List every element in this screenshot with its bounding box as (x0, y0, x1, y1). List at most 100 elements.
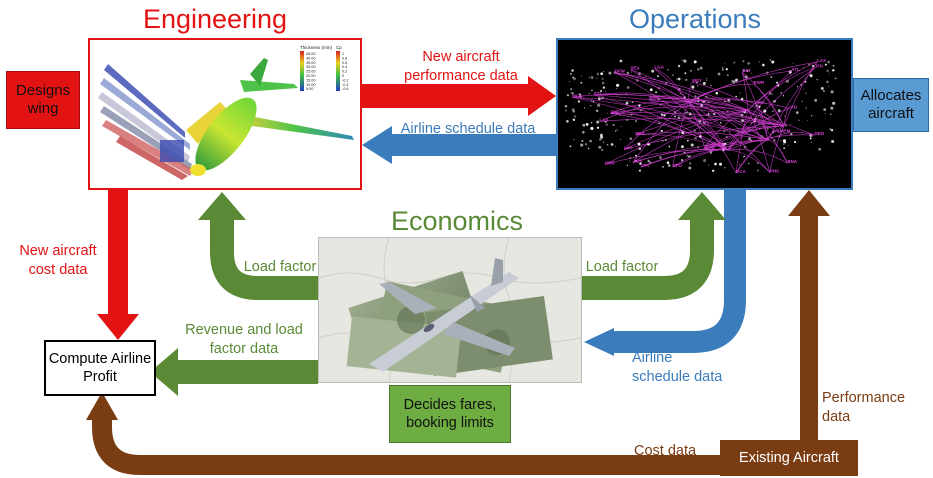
route-line (610, 113, 769, 141)
city-light (668, 145, 671, 148)
route-line (632, 101, 689, 163)
city-light (816, 78, 818, 81)
city-light (710, 84, 712, 87)
city-light (694, 95, 697, 98)
city-light (756, 169, 759, 172)
city-label: DFW (615, 69, 626, 74)
city-light (794, 141, 797, 144)
city-light (684, 72, 687, 75)
city-light (783, 143, 785, 145)
city-light (824, 113, 826, 115)
legend-tick-label: -0.2 (342, 78, 349, 82)
route-line (635, 134, 729, 151)
city-light (719, 121, 722, 124)
route-line (593, 94, 729, 151)
route-line (756, 103, 769, 141)
city-light (696, 81, 698, 83)
city-light (739, 92, 741, 94)
city-light (570, 88, 573, 91)
city-light (599, 133, 603, 137)
schedule-top-label: Airline schedule data (400, 121, 536, 137)
route-line (614, 72, 749, 111)
designs-wing-box: Designs wing (6, 71, 80, 129)
city-label: DTW (705, 143, 716, 148)
route-line (692, 81, 785, 127)
city-light (585, 122, 589, 126)
route-line (635, 131, 769, 141)
city-light (826, 80, 829, 84)
city-light (596, 120, 600, 124)
city-light (605, 90, 607, 93)
city-label: TPA (641, 163, 650, 168)
route-line (769, 125, 785, 173)
city-light (635, 154, 637, 157)
city-light (584, 143, 588, 146)
city-light (814, 99, 818, 102)
city-light (683, 59, 687, 63)
city-light (672, 74, 674, 77)
city-light (805, 106, 808, 109)
cost-arrow (92, 420, 720, 475)
route-line (727, 108, 790, 151)
city-label: LGA (655, 65, 665, 70)
route-line (727, 134, 815, 151)
legend-tick-label: -0.4 (342, 83, 349, 87)
route-line (767, 139, 788, 164)
city-light (832, 101, 836, 105)
city-light (573, 138, 575, 141)
city-light (832, 64, 835, 67)
city-light (690, 143, 694, 147)
city-light (666, 161, 670, 164)
city-light (601, 81, 605, 85)
city-light (580, 81, 583, 84)
legend-tick-label: 0.6 (342, 61, 347, 65)
city-light (733, 61, 736, 64)
load-factor-left-arrow (210, 218, 318, 300)
city-light (620, 125, 622, 127)
city-light (602, 141, 605, 144)
city-light (612, 123, 615, 127)
city-light (596, 77, 598, 79)
city-light (717, 72, 721, 76)
city-label: LAX (817, 58, 826, 63)
city-light (571, 69, 574, 72)
city-label: EWR (754, 80, 765, 85)
city-label: MSY (692, 78, 702, 83)
route-line (630, 69, 729, 151)
route-line (783, 61, 818, 127)
city-light (721, 66, 724, 69)
city-light (635, 120, 637, 122)
city-light (708, 164, 710, 166)
economics-title: Economics (390, 206, 524, 236)
city-light (710, 152, 712, 154)
new-cost-arrow-head (97, 314, 139, 340)
legend-tick-label: 35.00 (306, 61, 316, 65)
city-light (805, 92, 807, 94)
legend-tick-label: 30.00 (306, 65, 316, 69)
city-light (583, 107, 586, 109)
route-line (687, 101, 780, 133)
city-light (625, 101, 629, 105)
load-factor-right-arrow (582, 218, 714, 300)
city-light (724, 62, 726, 64)
city-light (659, 156, 662, 159)
city-light (705, 80, 707, 81)
city-light (566, 94, 569, 97)
city-light (694, 136, 697, 140)
city-light (803, 88, 805, 90)
city-light (732, 63, 734, 65)
city-light (829, 128, 832, 131)
city-label: PHX (770, 168, 779, 173)
route-line (687, 70, 792, 103)
city-light (771, 60, 775, 64)
route-line (593, 94, 785, 127)
route-line (767, 67, 816, 141)
city-light (662, 166, 664, 168)
city-label: MSP (705, 146, 715, 151)
legend-tick-label: 15.00 (306, 78, 316, 82)
city-light (600, 89, 603, 93)
